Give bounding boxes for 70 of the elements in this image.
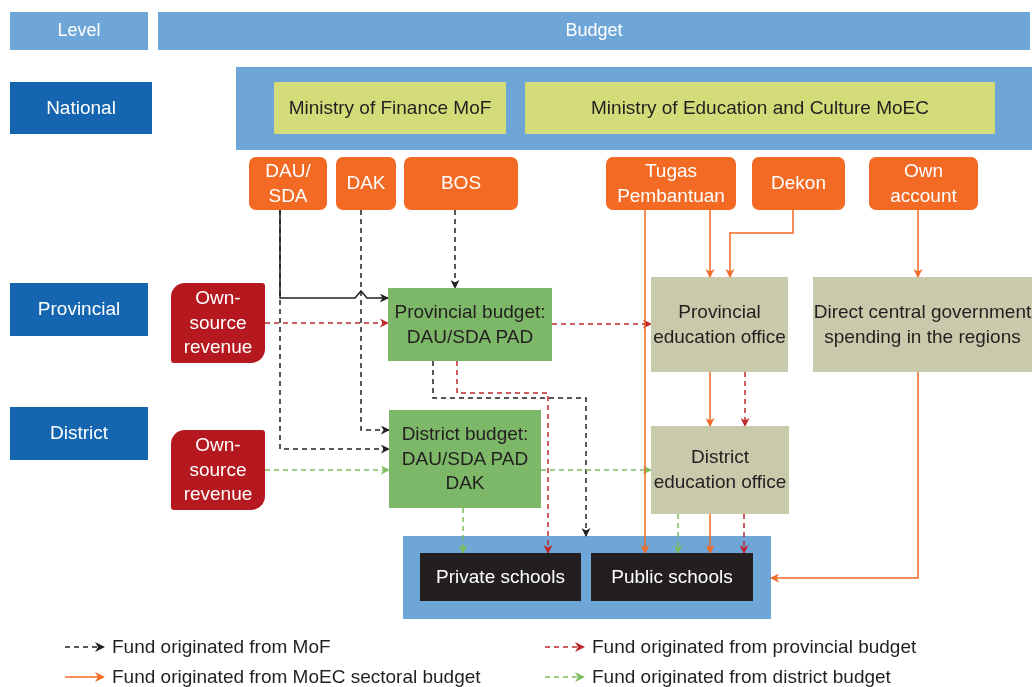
arrow bbox=[458, 507, 468, 554]
legend-text: Fund originated from provincial budget bbox=[592, 636, 917, 658]
school-box bbox=[420, 553, 581, 601]
node-label: Own- source revenue bbox=[182, 432, 254, 507]
header-bar bbox=[158, 12, 1030, 50]
node-label: Ministry of Finance MoF bbox=[288, 95, 492, 120]
budget-box bbox=[388, 288, 552, 361]
group-panel bbox=[236, 67, 1032, 150]
office-box bbox=[651, 426, 789, 514]
arrow bbox=[739, 513, 749, 554]
arrow bbox=[279, 209, 390, 454]
revenue-box bbox=[171, 430, 265, 510]
funding-source-box bbox=[752, 157, 845, 210]
arrow bbox=[725, 209, 794, 278]
office-box bbox=[651, 277, 788, 372]
node-label: Private schools bbox=[436, 564, 565, 589]
revenue-box bbox=[171, 283, 265, 363]
arrow bbox=[705, 371, 715, 427]
node-label: District bbox=[49, 421, 109, 446]
node-label: National bbox=[46, 95, 116, 120]
ministry-box bbox=[274, 82, 506, 134]
node-label: Public schools bbox=[611, 564, 733, 589]
school-box bbox=[591, 553, 753, 601]
level-label-box bbox=[10, 407, 148, 460]
node-label: Own account bbox=[889, 158, 958, 208]
node-label: Ministry of Education and Culture MoEC bbox=[591, 95, 929, 120]
node-label: District budget: DAU/SDA PAD DAK bbox=[400, 421, 530, 496]
arrow bbox=[450, 209, 460, 289]
funding-source-box bbox=[249, 157, 327, 210]
arrow bbox=[740, 371, 750, 427]
ministry-box bbox=[525, 82, 995, 134]
arrow bbox=[640, 209, 650, 554]
node-label: Provincial education office bbox=[652, 299, 787, 349]
node-label: Level bbox=[57, 19, 101, 43]
funding-source-box bbox=[404, 157, 518, 210]
funding-source-box bbox=[869, 157, 978, 210]
arrow bbox=[540, 465, 652, 475]
arrow bbox=[770, 371, 919, 583]
node-label: Provincial budget: DAU/SDA PAD bbox=[393, 299, 547, 349]
arrow bbox=[705, 513, 715, 554]
arrow bbox=[360, 209, 390, 435]
node-label: Direct central government spending in the regions bbox=[813, 299, 1032, 349]
arrow bbox=[264, 318, 389, 328]
funding-source-box bbox=[336, 157, 396, 210]
node-label: District education office bbox=[652, 445, 788, 494]
level-label-box bbox=[10, 82, 152, 134]
arrow bbox=[913, 209, 923, 278]
arrow bbox=[551, 319, 652, 329]
legend-text: Fund originated from district budget bbox=[592, 666, 891, 687]
node-label: DAK bbox=[346, 171, 386, 196]
node-label: Own- source revenue bbox=[182, 285, 254, 360]
header-bar bbox=[10, 12, 148, 50]
node-label: Provincial bbox=[37, 297, 121, 322]
node-label: Tugas Pembantuan bbox=[616, 158, 726, 208]
group-panel bbox=[403, 536, 771, 619]
arrow bbox=[673, 513, 683, 554]
office-box bbox=[813, 277, 1032, 372]
arrow bbox=[264, 465, 390, 475]
arrow bbox=[456, 360, 553, 554]
node-label: Dekon bbox=[771, 171, 826, 196]
legend-text: Fund originated from MoEC sectoral budget bbox=[112, 666, 481, 687]
budget-box bbox=[389, 410, 541, 508]
node-label: DAU/ SDA bbox=[264, 158, 312, 208]
node-label: BOS bbox=[440, 171, 482, 196]
arrow bbox=[705, 209, 715, 278]
arrow bbox=[432, 360, 591, 537]
level-label-box bbox=[10, 283, 148, 336]
node-label: Budget bbox=[565, 19, 623, 43]
legend-text: Fund originated from MoF bbox=[112, 636, 331, 658]
funding-source-box bbox=[606, 157, 736, 210]
